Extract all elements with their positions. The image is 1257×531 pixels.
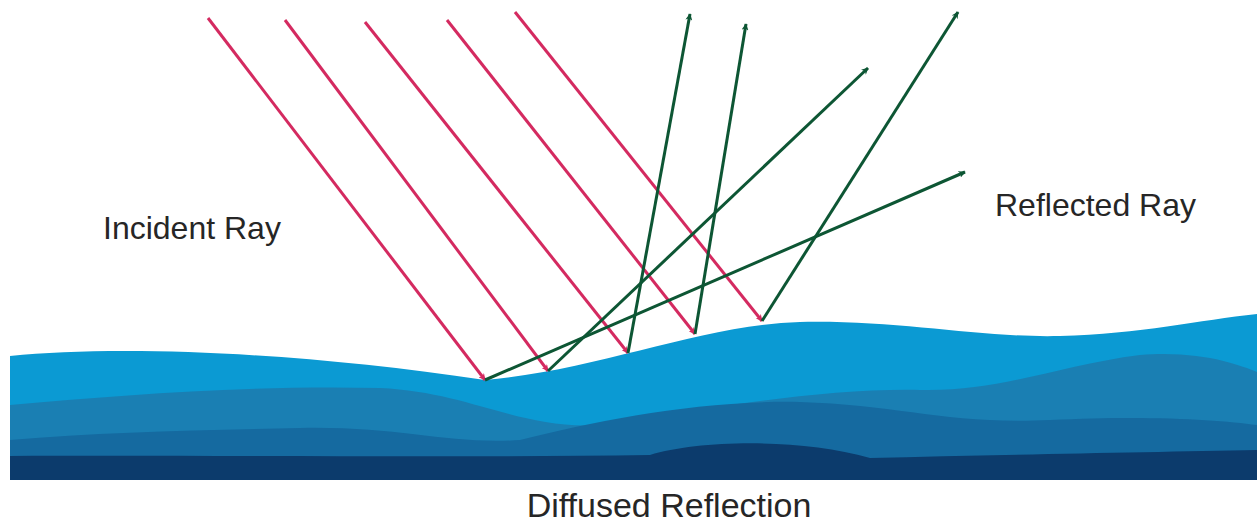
diagram-caption: Diffused Reflection (527, 485, 812, 526)
reflected-rays (485, 12, 965, 380)
water-surface (10, 314, 1257, 480)
reflected-ray (695, 24, 746, 334)
incident-ray (208, 18, 485, 380)
incident-ray (285, 20, 548, 371)
reflected-ray (762, 12, 958, 321)
incident-ray (365, 22, 628, 353)
incident-rays (208, 12, 762, 380)
incident-ray (447, 20, 695, 334)
reflected-ray (548, 68, 868, 371)
incident-ray-label: Incident Ray (103, 209, 281, 247)
reflected-ray (628, 14, 690, 353)
reflected-ray-label: Reflected Ray (995, 186, 1196, 224)
